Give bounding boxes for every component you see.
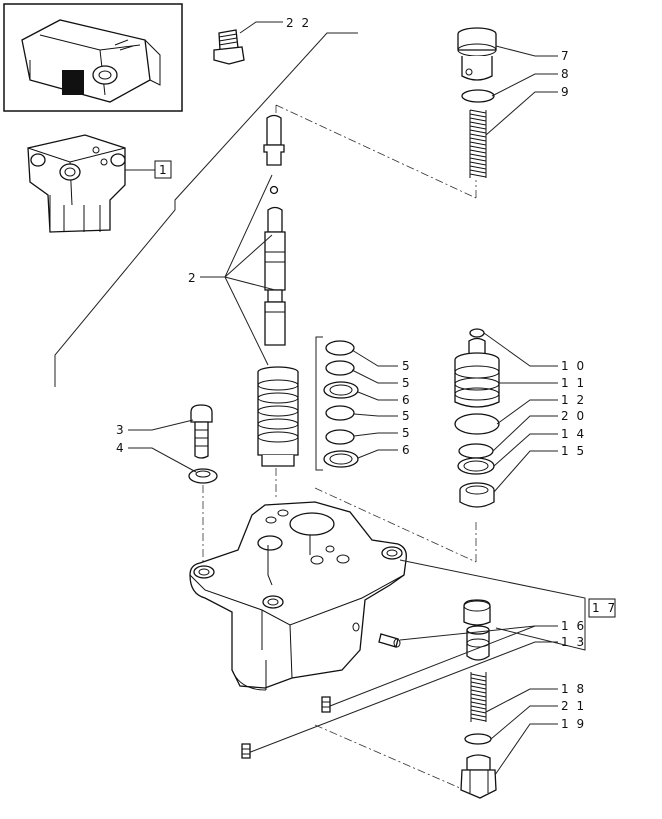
leader-3: [128, 419, 194, 431]
callout-5d: 5: [402, 426, 412, 440]
leader-6a: [357, 391, 398, 401]
callout-1: 1: [159, 163, 169, 177]
leader-5c: [353, 413, 398, 417]
callout-5a: 5: [402, 359, 412, 373]
callout-7: 7: [561, 49, 571, 63]
callout-21: 2 1: [561, 699, 586, 713]
cap-15: [459, 482, 495, 508]
leader-12: [496, 399, 558, 425]
leader-19: [494, 723, 558, 776]
seal-5b: [325, 360, 355, 376]
spool-parts-2: [263, 114, 286, 346]
callout-17: 1 7: [592, 601, 617, 615]
seal-5c: [325, 405, 355, 421]
callout-box-17: [588, 598, 616, 618]
callout-6a: 6: [402, 393, 412, 407]
ring-6a: [323, 381, 359, 399]
callout-13: 1 3: [561, 635, 586, 649]
leader-20: [492, 415, 558, 452]
callout-19: 1 9: [561, 717, 586, 731]
spring-9: [469, 109, 487, 178]
leader-22: [239, 21, 283, 34]
callout-8: 8: [561, 67, 571, 81]
leader-5a: [351, 349, 398, 367]
washer-4: [188, 468, 218, 484]
leader-21: [490, 705, 558, 740]
leader-6b: [357, 449, 398, 459]
callout-22: 2 2: [286, 16, 311, 30]
leader-9: [485, 91, 558, 136]
leader-14: [493, 433, 558, 467]
callout-14: 1 4: [561, 427, 586, 441]
leader-5b: [351, 369, 398, 384]
section-line: [54, 32, 358, 387]
callout-5b: 5: [402, 376, 412, 390]
leader-5d: [353, 432, 398, 437]
leader-4: [128, 447, 197, 473]
callout-5c: 5: [402, 409, 412, 423]
axis-upper: [275, 104, 477, 199]
ring-21: [464, 733, 492, 745]
valve-spool-stack: [257, 366, 299, 467]
set-screw-b: [241, 743, 251, 759]
callout-18: 1 8: [561, 682, 586, 696]
seal-bracket: [315, 336, 323, 471]
seal-5a: [325, 340, 355, 356]
leader-18: [485, 688, 558, 713]
callout-11: 1 1: [561, 376, 586, 390]
set-screw-a: [321, 696, 331, 713]
valve-body: [189, 501, 407, 691]
leader-16b: [329, 625, 536, 707]
callout-12: 1 2: [561, 393, 586, 407]
seal-5d: [325, 429, 355, 445]
callout-2: 2: [188, 271, 198, 285]
ring-6b: [323, 450, 359, 468]
callout-3: 3: [116, 423, 126, 437]
callout-10: 1 0: [561, 359, 586, 373]
o-ring-8: [461, 89, 495, 103]
callout-9: 9: [561, 85, 571, 99]
piston-11: [454, 337, 500, 408]
seal-16: [466, 625, 490, 661]
pin-16: [378, 633, 401, 648]
ring-14: [457, 457, 495, 475]
o-ring-10: [469, 328, 485, 338]
callout-16: 1 6: [561, 619, 586, 633]
spring-18: [470, 672, 487, 722]
plug-7: [457, 27, 497, 81]
leader-17: [399, 559, 586, 651]
leader-7: [495, 45, 558, 57]
axis-center: [314, 487, 477, 563]
bolt-3: [190, 404, 213, 459]
callout-4: 4: [116, 441, 126, 455]
callout-15: 1 5: [561, 444, 586, 458]
leader-2: [200, 174, 276, 366]
cap-17: [463, 599, 491, 626]
ring-20: [458, 443, 494, 459]
leader-10: [483, 332, 558, 367]
leader-8: [491, 73, 558, 97]
callout-20: 2 0: [561, 409, 586, 423]
assembly-reference: [27, 134, 126, 233]
callout-6b: 6: [402, 443, 412, 457]
leader-15: [493, 450, 558, 493]
plug-22: [213, 29, 245, 65]
leader-13: [247, 641, 558, 754]
axis-lower: [314, 724, 477, 796]
plug-19: [460, 754, 497, 799]
inset-thumbnail: [3, 3, 183, 112]
o-ring-12: [454, 413, 500, 435]
callout-box-1: [154, 160, 172, 179]
